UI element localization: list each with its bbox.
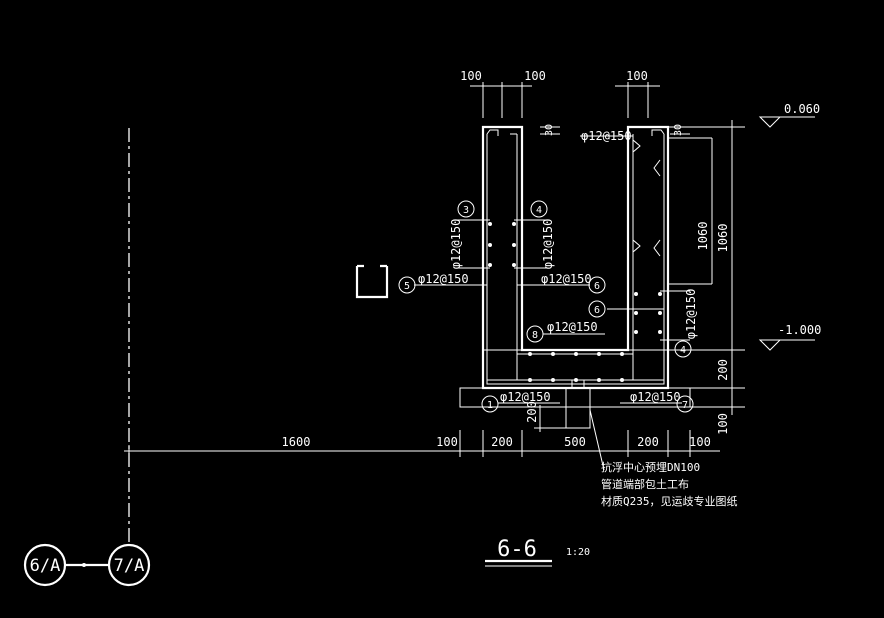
dim-top-100-a: 100 (460, 69, 482, 83)
section-title: 6-6 (497, 537, 537, 562)
svg-text:5: 5 (404, 281, 410, 292)
svg-text:1: 1 (487, 400, 493, 411)
svg-text:6: 6 (594, 281, 600, 292)
rebar-label-1: φ12@150 (500, 390, 551, 404)
svg-text:7: 7 (682, 400, 688, 411)
section-scale: 1:20 (566, 547, 590, 558)
axis-bubble-6a[interactable]: 6/A (23, 543, 67, 587)
dim-200-right: 200 (637, 435, 659, 449)
top-dimension: 100 100 100 (460, 69, 660, 118)
rebar-label-5: φ12@150 (418, 272, 469, 286)
dim-200-sump: 200 (525, 401, 539, 423)
axis-label: 6/A (30, 556, 61, 576)
dim-30-right: 30 (673, 124, 684, 136)
rebar-label-4b: φ12@150 (684, 289, 698, 340)
leader-lines (414, 135, 690, 471)
elevation-bottom: -1.000 (778, 323, 821, 337)
rebar-label-top: φ12@150 (581, 129, 632, 143)
dim-1600: 1600 (282, 435, 311, 449)
mark-6-upper[interactable]: 6 (588, 276, 606, 294)
axis-label: 7/A (114, 556, 145, 576)
elevation-top: 0.060 (784, 102, 820, 116)
rebar-label-7: φ12@150 (630, 390, 681, 404)
dim-500: 500 (564, 435, 586, 449)
note-line-1: 抗浮中心预埋DN100 (601, 460, 700, 474)
dim-200-left: 200 (491, 435, 513, 449)
mark-4-upper[interactable]: 4 (530, 200, 548, 218)
dim-top-100-b: 100 (524, 69, 546, 83)
mark-6-lower[interactable]: 6 (588, 300, 606, 318)
bottom-dimension: 1600 100 200 500 200 100 (124, 430, 720, 457)
axis-bubble-7a[interactable]: 7/A (107, 543, 151, 587)
note-line-2: 管道端部包土工布 (601, 477, 689, 491)
note-line-3: 材质Q235，见运歧专业图纸 (601, 494, 738, 508)
channel-symbol (355, 264, 389, 299)
mark-3[interactable]: 3 (457, 200, 475, 218)
dim-30-left: 30 (544, 124, 555, 136)
dim-top-100-c: 100 (626, 69, 648, 83)
rebar-dots (488, 222, 662, 382)
mark-5[interactable]: 5 (398, 276, 416, 294)
dim-100-vertical: 100 (716, 413, 730, 435)
level-marker-top: 0.060 (758, 102, 820, 128)
notes: 抗浮中心预埋DN100 管道端部包土工布 材质Q235，见运歧专业图纸 (601, 460, 738, 508)
dim-1060-inner: 1060 (696, 222, 710, 251)
rebar-label-4: φ12@150 (541, 219, 555, 270)
level-marker-bottom: -1.000 (758, 323, 821, 351)
axis-dot (82, 563, 86, 567)
svg-text:4: 4 (536, 205, 542, 216)
mark-4-lower[interactable]: 4 (674, 340, 692, 358)
rebar-label-8: φ12@150 (547, 320, 598, 334)
mark-8[interactable]: 8 (526, 325, 544, 343)
dim-100-right: 100 (689, 435, 711, 449)
rebar-label-3: φ12@150 (449, 219, 463, 270)
svg-text:6: 6 (594, 305, 600, 316)
dim-200-right-vertical: 200 (716, 359, 730, 381)
mark-1[interactable]: 1 (481, 395, 499, 413)
section-title-block: 6-6 1:20 (485, 537, 590, 567)
dim-1060: 1060 (716, 224, 730, 253)
dim-100-left: 100 (436, 435, 458, 449)
right-dimension: 1060 200 100 200 1060 (525, 120, 745, 435)
rebar-label-6: φ12@150 (541, 272, 592, 286)
svg-text:8: 8 (532, 330, 538, 341)
svg-text:3: 3 (463, 205, 469, 216)
svg-text:4: 4 (680, 345, 686, 356)
mark-7[interactable]: 7 (676, 395, 694, 413)
